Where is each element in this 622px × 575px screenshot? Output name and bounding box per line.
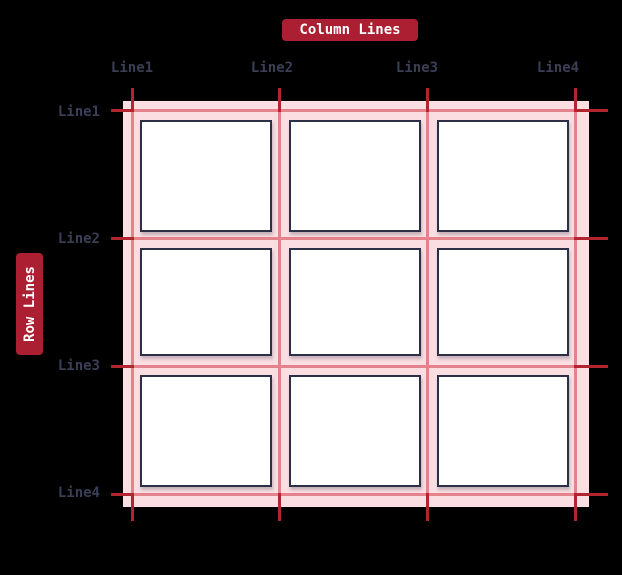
row-line-2-right-tick — [574, 237, 608, 240]
row-line-4-right-tick — [574, 493, 608, 496]
column-line-3-bottom-tick — [426, 493, 429, 521]
grid-cell — [140, 248, 272, 356]
row-lines-badge-label: Row Lines — [21, 266, 38, 342]
grid-cell — [437, 375, 569, 487]
column-label-line3: Line3 — [395, 60, 439, 76]
column-line-2-top-tick — [278, 88, 281, 112]
grid-cell — [437, 248, 569, 356]
row-line-3-left-tick — [111, 365, 134, 368]
column-line-2-bottom-tick — [278, 493, 281, 521]
grid-container — [123, 101, 589, 507]
grid-cell — [289, 248, 421, 356]
row-label-line2: Line2 — [57, 231, 100, 247]
column-line-3 — [426, 101, 429, 507]
column-line-1-bottom-tick — [131, 493, 134, 521]
column-line-1-top-tick — [131, 88, 134, 112]
column-label-line4: Line4 — [536, 60, 580, 76]
grid-cell — [289, 120, 421, 232]
row-label-line3: Line3 — [57, 358, 100, 374]
row-lines-badge: Row Lines — [16, 253, 43, 355]
column-label-line2: Line2 — [250, 60, 294, 76]
row-label-line4: Line4 — [57, 485, 100, 501]
row-line-4-left-tick — [111, 493, 134, 496]
column-line-4-bottom-tick — [574, 493, 577, 521]
row-label-line1: Line1 — [57, 104, 100, 120]
column-label-line1: Line1 — [110, 60, 154, 76]
column-line-2 — [278, 101, 281, 507]
grid-cell — [140, 375, 272, 487]
row-line-4 — [123, 493, 589, 496]
column-line-4 — [574, 101, 577, 507]
column-line-4-top-tick — [574, 88, 577, 112]
row-line-2 — [123, 237, 589, 240]
row-line-1-right-tick — [574, 109, 608, 112]
grid-cell — [289, 375, 421, 487]
column-line-1 — [131, 101, 134, 507]
column-lines-badge: Column Lines — [282, 19, 418, 41]
row-line-3-right-tick — [574, 365, 608, 368]
grid-cell — [437, 120, 569, 232]
row-line-1 — [123, 109, 589, 112]
column-line-3-top-tick — [426, 88, 429, 112]
row-line-2-left-tick — [111, 237, 134, 240]
column-lines-badge-label: Column Lines — [299, 22, 401, 38]
grid-cell — [140, 120, 272, 232]
row-line-3 — [123, 365, 589, 368]
row-line-1-left-tick — [111, 109, 134, 112]
